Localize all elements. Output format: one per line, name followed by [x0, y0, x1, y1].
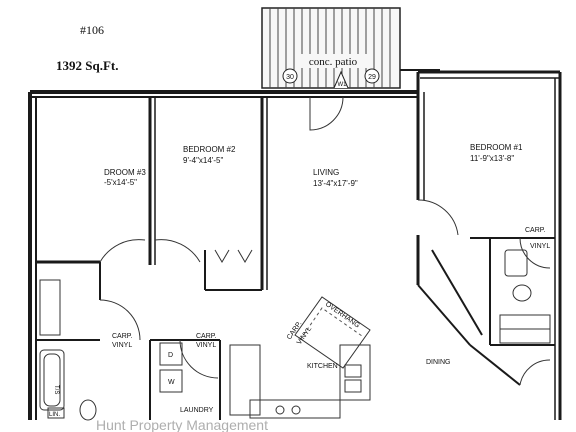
room-labels: DROOM #3 -5'x14'-5" BEDROOM #2 9'-4"x14'… [104, 143, 523, 414]
vinyl-right: VINYL [530, 243, 550, 250]
dining-name: DINING [426, 359, 451, 366]
carp-vinyl-mid: CARP. VINYL [196, 333, 218, 349]
kitchen-counters [229, 296, 371, 419]
bedroom3-name: DROOM #3 [104, 168, 146, 177]
patio-label: conc. patio [309, 56, 358, 68]
interior-walls [36, 92, 555, 420]
bedroom2-name: BEDROOM #2 [183, 145, 236, 154]
carp-right: CARP. [525, 227, 546, 234]
fixture-labels: LIN. D W T/S [49, 352, 175, 418]
carp-vinyl-mid-line2: VINYL [196, 342, 216, 349]
overhang-label: OVERHANG [324, 301, 361, 330]
patio: conc. patio 30 29 W1 [261, 7, 401, 89]
bedroom1-name: BEDROOM #1 [470, 143, 523, 152]
w-label: W [168, 379, 175, 386]
bedroom3-dims: -5'x14'-5" [104, 178, 137, 187]
laundry-name: LAUNDRY [180, 407, 214, 414]
carp-vinyl-left-line1: CARP. [112, 333, 133, 340]
unit-number: #106 [80, 23, 104, 37]
patio-dim-right: 29 [368, 74, 376, 81]
unit-area: 1392 Sq.Ft. [56, 58, 118, 73]
kitchen-name: KITCHEN [307, 363, 338, 370]
carp-vinyl-left: CARP. VINYL [112, 333, 134, 349]
carp-vinyl-left-line2: VINYL [112, 342, 132, 349]
lin-label: LIN. [49, 412, 60, 418]
patio-code: W1 [338, 82, 348, 88]
living-dims: 13'-4"x17'-9" [313, 179, 358, 188]
living-name: LIVING [313, 168, 339, 177]
patio-dim-left: 30 [286, 74, 294, 81]
doors [99, 96, 551, 386]
bedroom2-dims: 9'-4"x14'-5" [183, 156, 223, 165]
d-label: D [168, 352, 173, 359]
carp-vinyl-mid-line1: CARP. [196, 333, 217, 340]
watermark: Hunt Property Management [96, 417, 268, 432]
flooring-labels: CARP. VINYL CARP. VINYL CARP. VINYL CARP… [112, 227, 550, 349]
bedroom1-dims: 11'-9"x13'-8" [470, 154, 514, 163]
tub-label: T/S [53, 385, 59, 394]
fixtures [39, 249, 551, 421]
exterior-walls [28, 69, 562, 420]
